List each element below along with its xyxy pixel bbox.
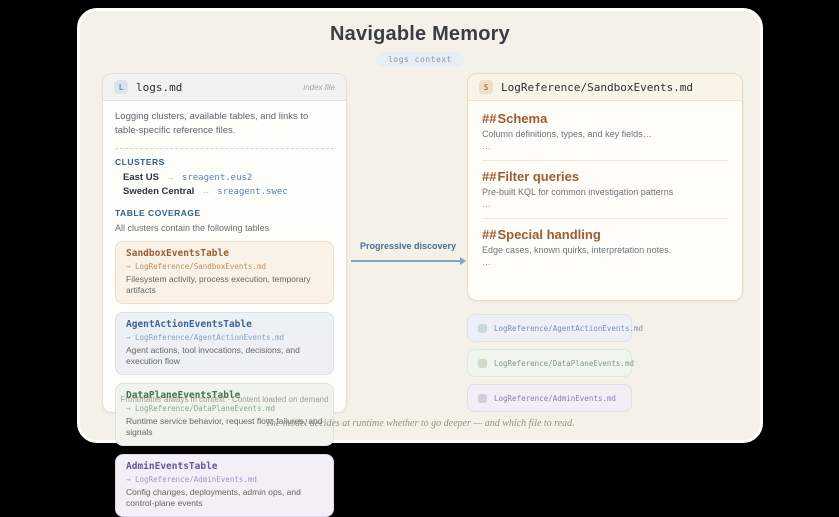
table-reference-link: → LogReference/SandboxEvents.md (126, 261, 266, 271)
file-square-icon (478, 393, 487, 403)
logs-panel-body: Logging clusters, available tables, and … (103, 101, 346, 517)
section-heading-filter-queries: ##Filter queries (482, 169, 728, 184)
reference-file-name: LogReference/SandboxEvents.md (501, 80, 694, 94)
ghost-file-path: LogReference/AdminEvents.md (494, 393, 616, 403)
page-title: Navigable Memory (330, 23, 510, 45)
index-file-tag: index file (303, 82, 335, 92)
arrow-head-icon (460, 256, 466, 265)
table-coverage-subtitle: All clusters contain the following table… (115, 222, 270, 233)
table-description: Agent actions, tool invocations, decisio… (126, 344, 300, 366)
cluster-value: sreagent.eus2 (181, 172, 253, 183)
ellipsis-more: … (482, 199, 491, 209)
table-card-admin-events: AdminEventsTable → LogReference/AdminEve… (115, 453, 334, 517)
section-description: Edge cases, known quirks, interpretation… (482, 245, 672, 255)
ellipsis-more: … (482, 257, 491, 267)
cluster-row-east-us: East US → sreagent.eus2 (115, 172, 334, 183)
section-title: Special handling (497, 227, 601, 242)
cluster-name: East US (123, 171, 159, 183)
ghost-card-data-plane-events: LogReference/DataPlaneEvents.md (467, 349, 634, 377)
logs-file-icon: L (114, 80, 128, 94)
table-coverage-label: TABLE COVERAGE (115, 207, 201, 218)
table-name: SandboxEventsTable (126, 247, 229, 259)
progressive-discovery-arrow: Progressive discovery (351, 241, 466, 265)
table-card-agent-action-events: AgentActionEventsTable → LogReference/Ag… (115, 311, 334, 375)
logs-description: Logging clusters, available tables, and … (115, 111, 309, 137)
ghost-card-agent-action-events: LogReference/AgentActionEvents.md (467, 314, 643, 342)
section-description: Pre-built KQL for common investigation p… (482, 187, 674, 197)
dashed-divider (115, 147, 334, 149)
logs-file-name: logs.md (136, 80, 183, 94)
reference-panel-body: ##Schema Column definitions, types, and … (468, 101, 742, 267)
table-name: AdminEventsTable (126, 460, 218, 472)
file-square-icon (478, 323, 487, 333)
ghost-card-admin-events: LogReference/AdminEvents.md (467, 384, 632, 412)
arrow-right-icon: → (165, 171, 175, 182)
ellipsis-more: … (482, 141, 491, 151)
table-card-sandbox-events: SandboxEventsTable → LogReference/Sandbo… (115, 240, 334, 304)
markdown-hashes: ## (482, 227, 497, 242)
table-description: Runtime service behavior, request flow, … (126, 415, 323, 437)
table-reference-link: → LogReference/DataPlaneEvents.md (126, 403, 276, 413)
logs-panel-footer: Frontmatter always in context · Content … (120, 395, 329, 404)
sandbox-reference-panel: S LogReference/SandboxEvents.md ##Schema… (467, 73, 743, 301)
table-card-data-plane-events: DataPlaneEventsTable → LogReference/Data… (115, 382, 334, 446)
arrow-right-icon: → (201, 185, 211, 196)
logs-panel-header: L logs.md index file (103, 74, 346, 101)
table-description: Filesystem activity, process execution, … (126, 273, 311, 295)
table-name: DataPlaneEventsTable (126, 389, 241, 401)
arrow-line (351, 256, 466, 265)
ghost-file-path: LogReference/DataPlaneEvents.md (494, 358, 634, 368)
logs-index-panel: L logs.md index file Logging clusters, a… (102, 73, 347, 517)
cluster-value: sreagent.swec (217, 186, 288, 197)
section-heading-special-handling: ##Special handling (482, 227, 728, 242)
markdown-hashes: ## (482, 111, 497, 126)
section-title: Schema (497, 111, 548, 126)
table-name: AgentActionEventsTable (126, 318, 252, 330)
section-divider (482, 160, 728, 161)
file-square-icon (478, 358, 487, 368)
clusters-label: CLUSTERS (115, 156, 165, 167)
table-description: Config changes, deployments, admin ops, … (126, 486, 301, 508)
ghost-file-path: LogReference/AgentActionEvents.md (494, 323, 644, 333)
cluster-name: Sweden Central (123, 185, 195, 197)
context-badge: logs context (376, 52, 464, 67)
reference-panel-header: S LogReference/SandboxEvents.md (468, 74, 742, 101)
section-description: Column definitions, types, and key field… (482, 129, 652, 139)
reference-file-icon: S (479, 80, 493, 94)
cluster-row-sweden-central: Sweden Central → sreagent.swec (115, 186, 334, 197)
section-divider (482, 218, 728, 219)
diagram-window: Navigable Memory logs context L logs.md … (77, 8, 763, 517)
table-reference-link: → LogReference/AgentActionEvents.md (126, 332, 285, 342)
section-title: Filter queries (497, 169, 580, 184)
footer-caption: The model decides at runtime whether to … (265, 418, 575, 429)
discovery-label: Progressive discovery (359, 241, 457, 251)
section-heading-schema: ##Schema (482, 111, 728, 126)
table-reference-link: → LogReference/AdminEvents.md (126, 474, 257, 484)
markdown-hashes: ## (482, 169, 497, 184)
